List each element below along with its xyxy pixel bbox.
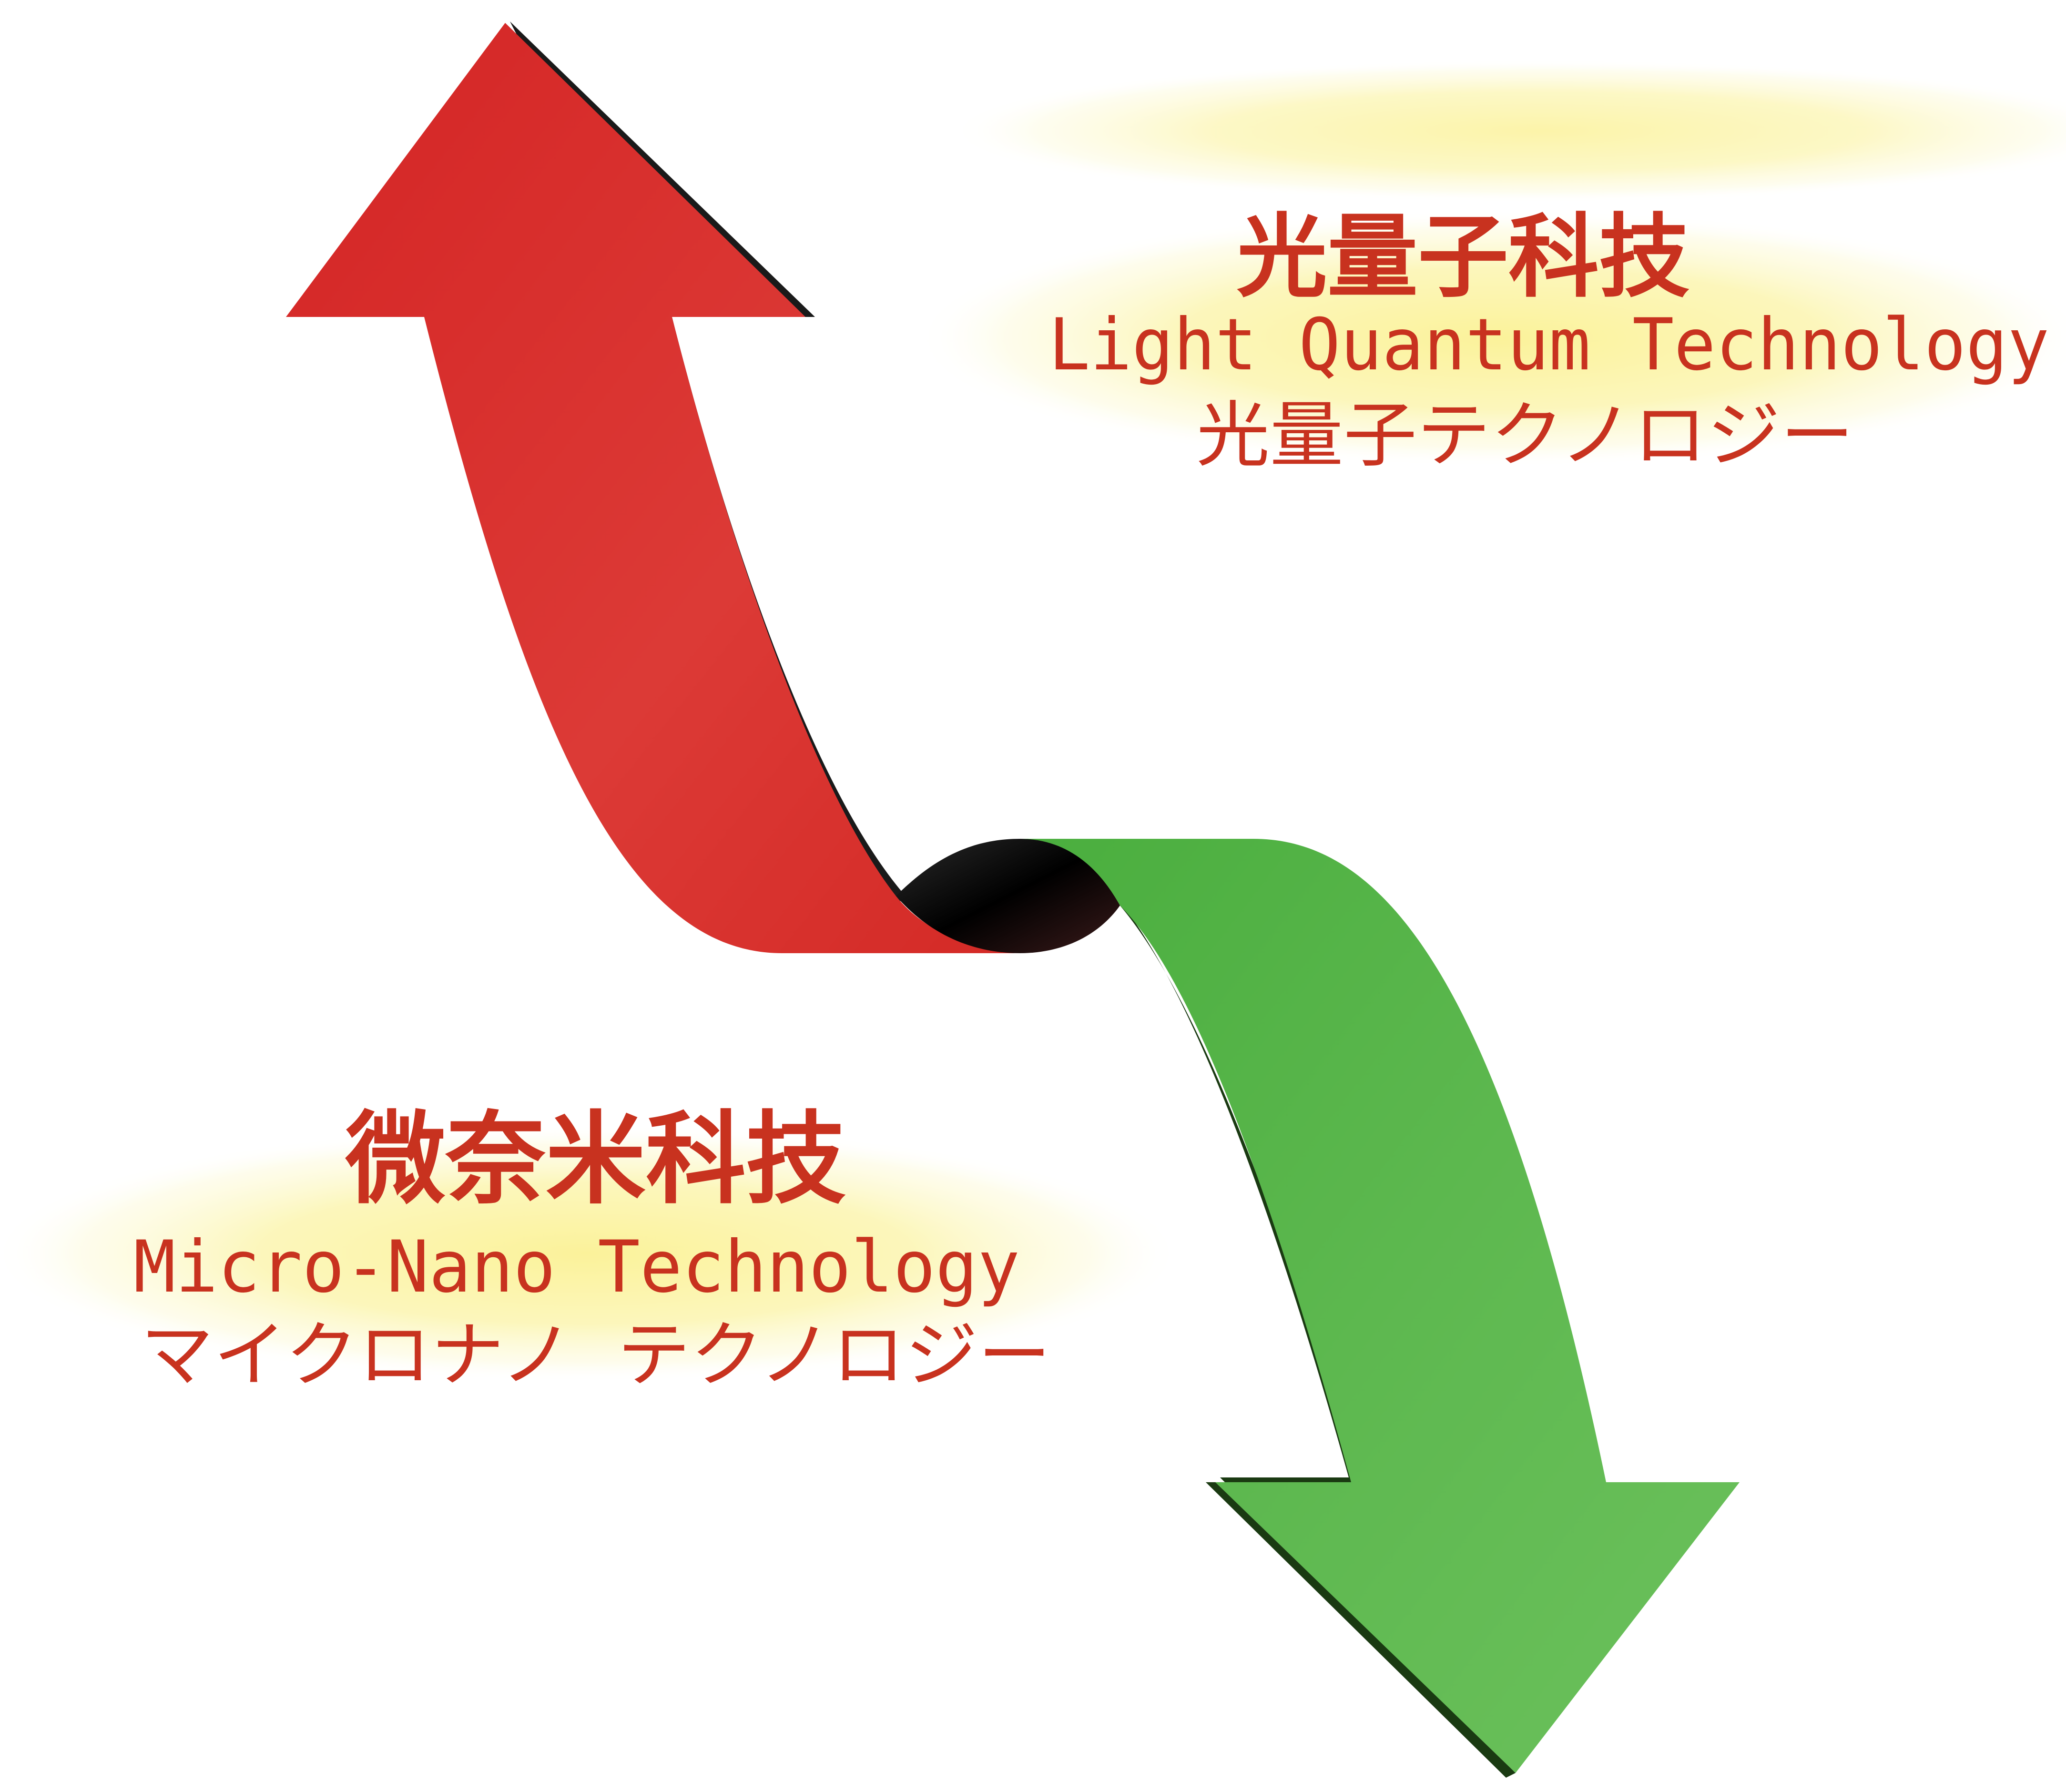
top-corner-glow [948, 60, 2066, 203]
bottom-english: Micro-Nano Technology [133, 1226, 1020, 1309]
bottom-japanese: マイクロナノ テクノロジー [141, 1314, 1051, 1397]
bottom-title: 微奈米科技 [345, 1101, 846, 1218]
top-title: 光量子科技 [1237, 204, 1689, 310]
top-japanese: 光量子テクノロジー [1196, 394, 1854, 477]
top-english: Light Quantum Technology [1048, 304, 2049, 387]
